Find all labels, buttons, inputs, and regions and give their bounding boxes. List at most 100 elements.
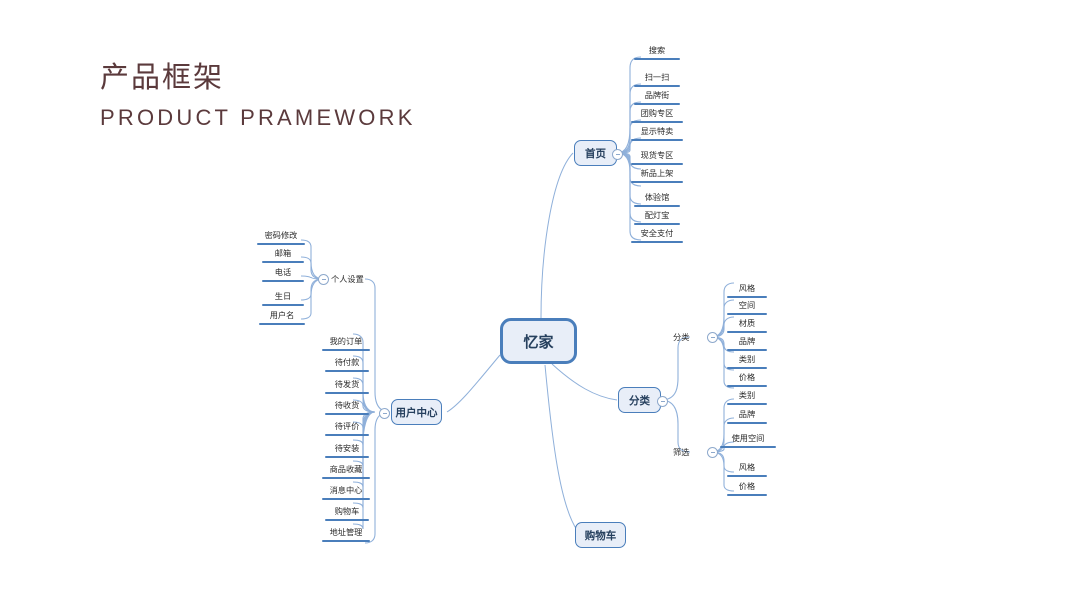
leaf-item[interactable]: 购物车: [325, 506, 369, 523]
leaf-item[interactable]: 品牌: [727, 336, 767, 353]
collapse-toggle-icon-homepage[interactable]: [612, 149, 623, 160]
collapse-toggle-icon-filter[interactable]: [707, 447, 718, 458]
branch-node-homepage[interactable]: 首页: [574, 140, 617, 166]
leaf-underline: [322, 498, 370, 500]
leaf-label: 邮箱: [274, 248, 292, 258]
leaf-item[interactable]: 材质: [727, 318, 767, 335]
leaf-item[interactable]: 配灯宝: [634, 210, 680, 227]
leaf-underline: [322, 540, 370, 542]
collapse-toggle-icon-user-center[interactable]: [379, 408, 390, 419]
leaf-item[interactable]: 待评价: [325, 421, 369, 438]
leaf-item[interactable]: 品牌街: [634, 90, 680, 107]
leaf-underline: [259, 323, 305, 325]
leaf-item[interactable]: 待付款: [325, 357, 369, 374]
leaf-item[interactable]: 显示特卖: [631, 126, 683, 143]
leaf-item[interactable]: 待收货: [325, 400, 369, 417]
leaf-item[interactable]: 使用空间: [720, 433, 776, 450]
leaf-item[interactable]: 消息中心: [322, 485, 370, 502]
subbranch-label-category-filters[interactable]: 分类: [673, 332, 690, 342]
leaf-underline: [727, 296, 767, 298]
leaf-underline: [727, 385, 767, 387]
leaf-underline: [634, 103, 680, 105]
title-chinese: 产品框架: [100, 60, 225, 94]
leaf-underline: [631, 121, 683, 123]
leaf-underline: [727, 422, 767, 424]
branch-node-cart[interactable]: 购物车: [575, 522, 626, 548]
leaf-underline: [325, 370, 369, 372]
leaf-item[interactable]: 电话: [262, 267, 304, 284]
leaf-label: 扫一扫: [644, 72, 670, 82]
root-node[interactable]: 忆家: [500, 318, 577, 364]
leaf-item[interactable]: 扫一扫: [634, 72, 680, 89]
leaf-underline: [325, 392, 369, 394]
leaf-item[interactable]: 价格: [727, 481, 767, 498]
leaf-underline: [631, 139, 683, 141]
leaf-item[interactable]: 待安装: [325, 443, 369, 460]
subbranch-label-personal-settings[interactable]: 个人设置: [331, 274, 364, 284]
leaf-item[interactable]: 生日: [262, 291, 304, 308]
leaf-item[interactable]: 我的订单: [322, 336, 370, 353]
leaf-underline: [727, 331, 767, 333]
leaf-item[interactable]: 价格: [727, 372, 767, 389]
leaf-label: 密码修改: [264, 230, 298, 240]
leaf-label: 价格: [738, 372, 756, 382]
leaf-item[interactable]: 类别: [727, 354, 767, 371]
leaf-label: 商品收藏: [329, 464, 363, 474]
leaf-label: 电话: [274, 267, 292, 277]
leaf-label: 地址管理: [329, 527, 363, 537]
leaf-item[interactable]: 体验馆: [634, 192, 680, 209]
collapse-toggle-icon-category[interactable]: [657, 396, 668, 407]
leaf-item[interactable]: 邮箱: [262, 248, 304, 265]
leaf-item[interactable]: 待发货: [325, 379, 369, 396]
leaf-label: 显示特卖: [640, 126, 674, 136]
leaf-item[interactable]: 风格: [727, 462, 767, 479]
leaf-underline: [262, 261, 304, 263]
leaf-label: 新品上架: [640, 168, 674, 178]
title-english: PRODUCT PRAMEWORK: [100, 104, 416, 130]
leaf-item[interactable]: 地址管理: [322, 527, 370, 544]
leaf-item[interactable]: 密码修改: [257, 230, 305, 247]
leaf-label: 品牌: [738, 336, 756, 346]
leaf-item[interactable]: 新品上架: [631, 168, 683, 185]
collapse-toggle-icon-category-sub[interactable]: [707, 332, 718, 343]
leaf-item[interactable]: 安全支付: [631, 228, 683, 245]
leaf-label: 体验馆: [644, 192, 670, 202]
leaf-label: 材质: [738, 318, 756, 328]
branch-node-user-center[interactable]: 用户中心: [391, 399, 442, 425]
leaf-item[interactable]: 现货专区: [631, 150, 683, 167]
branch-label-homepage: 首页: [585, 147, 606, 160]
leaf-label: 团购专区: [640, 108, 674, 118]
leaf-item[interactable]: 商品收藏: [322, 464, 370, 481]
leaf-underline: [720, 446, 776, 448]
leaf-label: 我的订单: [329, 336, 363, 346]
leaf-underline: [322, 349, 370, 351]
leaf-label: 风格: [738, 283, 756, 293]
leaf-label: 品牌: [738, 409, 756, 419]
leaf-item[interactable]: 搜索: [634, 45, 680, 62]
branch-label-user-center: 用户中心: [395, 406, 438, 419]
leaf-underline: [631, 181, 683, 183]
leaf-underline: [631, 163, 683, 165]
leaf-underline: [325, 413, 369, 415]
leaf-underline: [727, 313, 767, 315]
leaf-underline: [727, 475, 767, 477]
leaf-item[interactable]: 品牌: [727, 409, 767, 426]
leaf-item[interactable]: 团购专区: [631, 108, 683, 125]
leaf-underline: [634, 205, 680, 207]
leaf-item[interactable]: 类别: [727, 390, 767, 407]
branch-node-category[interactable]: 分类: [618, 387, 661, 413]
leaf-underline: [727, 367, 767, 369]
leaf-label: 安全支付: [640, 228, 674, 238]
leaf-label: 待付款: [334, 357, 360, 367]
collapse-toggle-icon-personal-settings[interactable]: [318, 274, 329, 285]
leaf-item[interactable]: 风格: [727, 283, 767, 300]
subbranch-label-filter[interactable]: 筛选: [673, 447, 690, 457]
leaf-item[interactable]: 空间: [727, 300, 767, 317]
leaf-underline: [262, 304, 304, 306]
leaf-underline: [325, 456, 369, 458]
leaf-label: 类别: [738, 390, 756, 400]
leaf-underline: [257, 243, 305, 245]
leaf-underline: [325, 434, 369, 436]
leaf-underline: [634, 85, 680, 87]
leaf-item[interactable]: 用户名: [259, 310, 305, 327]
